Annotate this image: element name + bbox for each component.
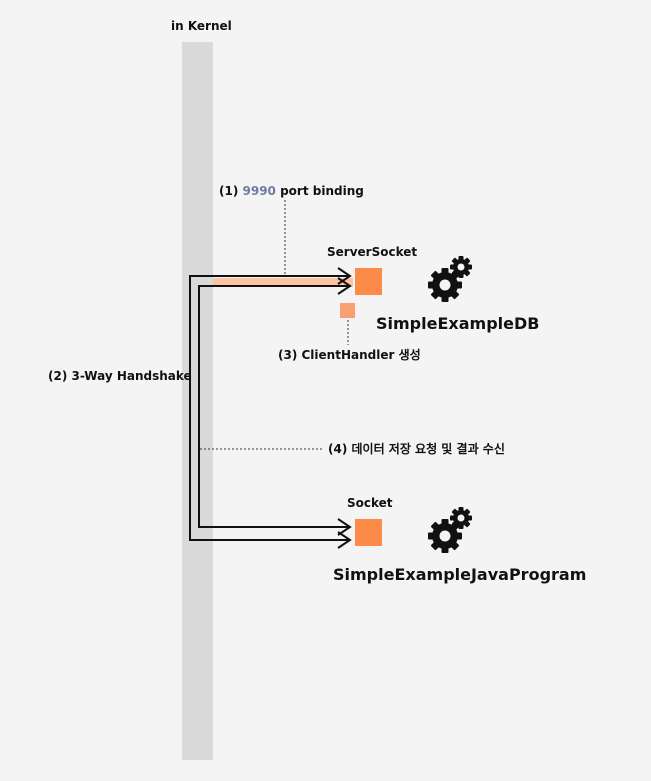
arrow-head-client-outer [337, 531, 352, 549]
step1-label: (1) 9990 port binding [219, 184, 364, 198]
arrow-head-server-inner [337, 277, 352, 295]
dotted-guides [200, 200, 349, 450]
server-app-name: SimpleExampleDB [376, 314, 540, 333]
kernel-label: in Kernel [171, 19, 232, 33]
client-handler-square [340, 303, 355, 318]
server-socket-square [355, 268, 382, 295]
step3-label: (3) ClientHandler 생성 [278, 348, 421, 362]
port-number: 9990 [242, 184, 276, 198]
server-gears-icon [428, 256, 472, 302]
client-app-name: SimpleExampleJavaProgram [333, 565, 587, 584]
arrow-head-client-inner [337, 518, 352, 536]
client-socket-square [355, 519, 382, 546]
port-binding-highlight [213, 278, 353, 287]
step1-suffix: port binding [275, 184, 364, 198]
client-gears-icon [428, 507, 472, 553]
server-socket-label: ServerSocket [327, 245, 418, 259]
outer-connection-line [189, 275, 350, 541]
kernel-bar [182, 42, 213, 760]
step2-label: (2) 3-Way Handshake [48, 369, 192, 383]
client-socket-label: Socket [347, 496, 393, 510]
step4-label: (4) 데이터 저장 요청 및 결과 수신 [328, 442, 505, 456]
step1-prefix: (1) [219, 184, 243, 198]
connection-lines [189, 267, 352, 549]
inner-connection-line [198, 285, 350, 528]
